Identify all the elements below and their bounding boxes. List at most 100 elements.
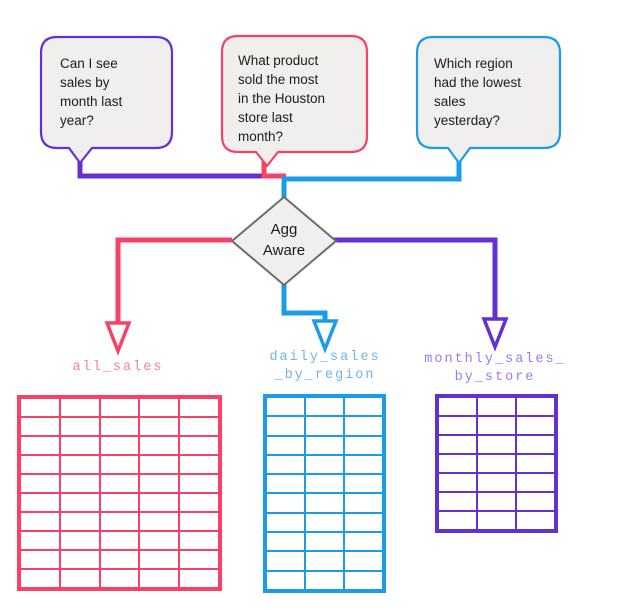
table-cell <box>478 512 515 529</box>
table-cell <box>478 474 515 491</box>
table-cell <box>60 475 99 492</box>
table-cell <box>60 494 99 511</box>
table-cell <box>306 475 343 493</box>
table-cell <box>345 494 382 512</box>
table-cell <box>21 532 59 549</box>
table-daily-sales-by-region <box>263 394 386 593</box>
table-cell <box>306 513 343 532</box>
question-text-2: What product sold the most in the Housto… <box>238 53 326 144</box>
table-cell <box>345 552 382 570</box>
speech-bubble-1 <box>39 35 174 165</box>
table-cell <box>306 552 343 570</box>
table-cell <box>517 436 554 453</box>
table-cell <box>267 417 304 435</box>
table-cell <box>345 398 382 416</box>
table-cell <box>21 570 59 587</box>
table-cell <box>60 456 99 473</box>
table-cell <box>345 513 382 532</box>
table-cell <box>100 418 139 435</box>
table-cell <box>100 532 139 549</box>
table-cell <box>140 418 179 435</box>
table-cell <box>100 475 139 492</box>
table-cell <box>140 475 179 492</box>
table-cell <box>100 399 139 416</box>
table-cell <box>180 494 218 511</box>
table-cell <box>345 436 382 454</box>
connector-pink-out <box>115 237 232 323</box>
table-all-sales <box>17 395 222 591</box>
speech-bubble-3 <box>415 35 562 165</box>
table-cell <box>60 551 99 568</box>
question-text-1: Can I see sales by month last year? <box>60 56 123 128</box>
table-cell <box>100 570 139 587</box>
table-cell <box>180 532 218 549</box>
table-cell <box>140 513 179 530</box>
table-cell <box>517 493 554 510</box>
table-cell <box>478 436 515 453</box>
table-cell <box>439 512 476 529</box>
table-cell <box>21 418 59 435</box>
connector-pink-in <box>261 160 286 179</box>
table-cell <box>306 494 343 512</box>
table-cell <box>140 399 179 416</box>
table-cell <box>180 437 218 454</box>
table-cell <box>439 455 476 472</box>
table-cell <box>345 533 382 551</box>
table-cell <box>439 398 476 415</box>
speech-bubble-2 <box>220 34 369 168</box>
table-cell <box>345 417 382 435</box>
table-cell <box>345 455 382 474</box>
table-cell <box>60 437 99 454</box>
table-cell <box>140 456 179 473</box>
table-label-monthly-sales-by-store: monthly_sales_ by_store <box>424 352 566 385</box>
table-monthly-sales-by-store <box>435 394 558 533</box>
table-cell <box>60 570 99 587</box>
table-cell <box>267 552 304 570</box>
decision-diamond <box>230 195 338 287</box>
table-cell <box>478 455 515 472</box>
connector-purple-in <box>77 157 266 179</box>
table-cell <box>140 494 179 511</box>
table-cell <box>100 513 139 530</box>
table-cell <box>140 532 179 549</box>
table-cell <box>478 493 515 510</box>
table-label-all-sales: all_sales <box>72 360 164 375</box>
table-cell <box>60 532 99 549</box>
question-text-3: Which region had the lowest sales yester… <box>434 56 522 128</box>
table-cell <box>180 399 218 416</box>
table-cell <box>345 571 382 589</box>
table-cell <box>267 571 304 589</box>
table-cell <box>345 475 382 493</box>
table-cell <box>21 551 59 568</box>
pink-arrowhead-icon <box>104 321 132 356</box>
table-cell <box>439 417 476 434</box>
decision-label: Agg Aware <box>262 221 306 259</box>
table-cell <box>306 571 343 589</box>
table-cell <box>21 437 59 454</box>
table-cell <box>100 456 139 473</box>
table-cell <box>306 455 343 474</box>
table-cell <box>180 418 218 435</box>
table-cell <box>306 533 343 551</box>
table-cell <box>100 494 139 511</box>
connector-blue-in <box>281 158 462 200</box>
table-cell <box>21 399 59 416</box>
table-cell <box>180 456 218 473</box>
table-cell <box>60 418 99 435</box>
table-cell <box>267 475 304 493</box>
purple-arrowhead-icon <box>481 317 509 352</box>
table-cell <box>517 417 554 434</box>
table-cell <box>517 512 554 529</box>
connector-purple-out <box>334 237 498 319</box>
table-cell <box>100 437 139 454</box>
table-cell <box>517 398 554 415</box>
table-cell <box>180 513 218 530</box>
table-cell <box>60 399 99 416</box>
connector-blue-out <box>281 282 328 321</box>
table-cell <box>140 437 179 454</box>
table-cell <box>21 456 59 473</box>
table-cell <box>267 513 304 532</box>
table-cell <box>180 475 218 492</box>
